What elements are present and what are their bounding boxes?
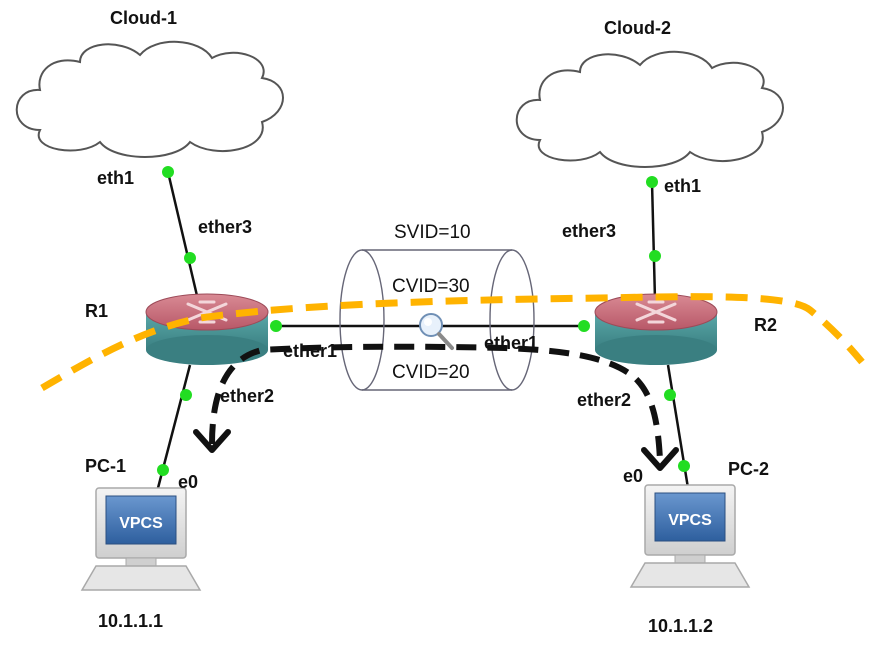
customer-path-arrowhead-left: [193, 429, 231, 453]
pc-2[interactable]: VPCS PC-2 10.1.1.2: [629, 459, 769, 636]
cloud-1-label: Cloud-1: [110, 8, 177, 28]
pc-2-ip: 10.1.1.2: [648, 616, 713, 636]
pc-1-screen-text: VPCS: [119, 515, 163, 532]
label-cloud2-eth1: eth1: [664, 176, 701, 196]
tunnel-end-right: [489, 249, 535, 391]
pc-2-label: PC-2: [728, 459, 769, 479]
port-cloud1-eth1[interactable]: [162, 166, 174, 178]
cloud-2[interactable]: Cloud-2: [515, 18, 784, 168]
router-r2-arrows-icon: [635, 300, 677, 324]
label-r1-ether2: ether2: [220, 386, 274, 406]
pc-1-screen: [105, 495, 177, 545]
label-r2-ether1: ether1: [484, 333, 538, 353]
router-r2[interactable]: R2: [594, 293, 777, 365]
tunnel-end-left: [339, 249, 385, 391]
link-cloud2-r2: [650, 181, 657, 301]
qinq-tunnel: SVID=10 CVID=30 CVID=20: [339, 222, 535, 391]
pc-1-stand: [125, 557, 157, 567]
router-r1[interactable]: R1: [85, 293, 269, 365]
label-r2-ether3: ether3: [562, 221, 616, 241]
port-r2-ether1[interactable]: [578, 320, 590, 332]
customer-path: [193, 343, 679, 471]
pc-1-ip: 10.1.1.1: [98, 611, 163, 631]
port-pc2-e0[interactable]: [678, 460, 690, 472]
service-path-orange: [40, 293, 865, 392]
pc-2-keyboard: [629, 562, 751, 588]
label-r2-ether2: ether2: [577, 390, 631, 410]
router-r1-label: R1: [85, 301, 108, 321]
link-cloud1-r1: [166, 171, 200, 301]
pc-1-label: PC-1: [85, 456, 126, 476]
router-r2-bottom: [595, 335, 717, 365]
cloud-2-shape: [515, 50, 784, 168]
customer-path-line: [209, 343, 663, 461]
cloud-2-label: Cloud-2: [604, 18, 671, 38]
cloud-1[interactable]: Cloud-1: [15, 8, 284, 158]
port-r2-ether2[interactable]: [664, 389, 676, 401]
router-r2-label: R2: [754, 315, 777, 335]
port-r1-ether3[interactable]: [184, 252, 196, 264]
pc-2-screen-text: VPCS: [668, 512, 712, 529]
label-cloud1-eth1: eth1: [97, 168, 134, 188]
label-r1-ether1: ether1: [283, 341, 337, 361]
pc-1-keyboard: [80, 565, 202, 591]
port-cloud2-eth1[interactable]: [646, 176, 658, 188]
tunnel-cvid-bottom-label: CVID=20: [392, 362, 470, 383]
port-r1-ether1[interactable]: [270, 320, 282, 332]
port-dots: [157, 166, 690, 476]
label-r1-ether3: ether3: [198, 217, 252, 237]
label-pc1-e0: e0: [178, 472, 198, 492]
tunnel-svid-label: SVID=10: [394, 222, 471, 243]
interface-labels: eth1 ether3 ether1 ether2 e0 eth1 ether3…: [97, 168, 701, 492]
port-pc1-e0[interactable]: [157, 464, 169, 476]
magnifier-icon[interactable]: [419, 313, 454, 350]
pc-2-screen: [654, 492, 726, 542]
customer-path-arrowhead-right: [641, 447, 679, 471]
label-pc2-e0: e0: [623, 466, 643, 486]
pc-2-stand: [674, 554, 706, 564]
router-r1-bottom: [146, 335, 268, 365]
cloud-1-shape: [15, 40, 284, 158]
pc-1[interactable]: VPCS PC-1 10.1.1.1: [80, 456, 202, 631]
port-r1-ether2[interactable]: [180, 389, 192, 401]
port-r2-ether3[interactable]: [649, 250, 661, 262]
tunnel-cvid-top-label: CVID=30: [392, 276, 470, 297]
